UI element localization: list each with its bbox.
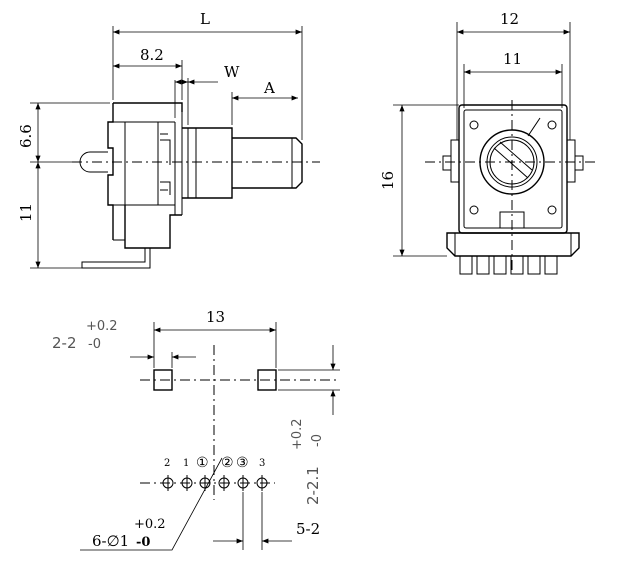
slot-height-tol-plus: +0.2 bbox=[290, 418, 305, 450]
slot-right bbox=[257, 369, 277, 391]
front-terminals bbox=[459, 255, 558, 275]
hole-label-main: 6-∅1 bbox=[92, 532, 129, 550]
front-view: 12 11 16 bbox=[379, 10, 595, 275]
pin-label-circled-3: ③ bbox=[236, 455, 249, 471]
side-body bbox=[107, 102, 183, 249]
dim-16-label: 16 bbox=[379, 171, 397, 190]
pin-label-2: 2 bbox=[164, 458, 170, 469]
slot-height-tol-minus: -0 bbox=[310, 434, 325, 447]
pin-label-circled-2: ② bbox=[221, 455, 234, 471]
pin-label-3: 3 bbox=[259, 458, 265, 469]
slot-tol-plus: +0.2 bbox=[86, 319, 118, 334]
pin-label-1: 1 bbox=[183, 458, 189, 469]
hole-tol-minus: -0 bbox=[136, 535, 150, 550]
dim-13-label: 13 bbox=[206, 308, 225, 326]
pin-holes bbox=[162, 475, 268, 491]
dim-L-label: L bbox=[200, 10, 210, 28]
dim-6-6-label: 6.6 bbox=[17, 124, 35, 148]
pitch-label: 5-2 bbox=[296, 520, 320, 538]
slot-left bbox=[153, 369, 173, 391]
side-bushing bbox=[182, 127, 233, 199]
side-view: L 8.2 W A 6.6 11 bbox=[17, 10, 320, 269]
footprint-view: 13 2-2 +0.2 -0 2-2.1 +0.2 -0 2 1 ① ② ③ 3 bbox=[52, 308, 340, 551]
slot-height-main: 2-2.1 bbox=[304, 466, 322, 505]
slot-label-main: 2-2 bbox=[52, 334, 77, 352]
front-base bbox=[446, 232, 580, 257]
dim-11-side-label: 11 bbox=[17, 203, 35, 222]
hole-leader bbox=[80, 457, 223, 551]
pin-label-circled-1: ① bbox=[196, 455, 209, 471]
dim-8-2-label: 8.2 bbox=[140, 46, 164, 64]
side-shaft bbox=[232, 137, 303, 189]
slot-tol-minus: -0 bbox=[88, 337, 101, 352]
dim-A-label: A bbox=[263, 79, 275, 97]
side-terminal bbox=[81, 248, 151, 269]
dim-12-label: 12 bbox=[500, 10, 519, 28]
dim-11-front-label: 11 bbox=[503, 50, 522, 68]
dim-W-label: W bbox=[224, 63, 240, 81]
hole-tol-plus: +0.2 bbox=[134, 517, 166, 532]
